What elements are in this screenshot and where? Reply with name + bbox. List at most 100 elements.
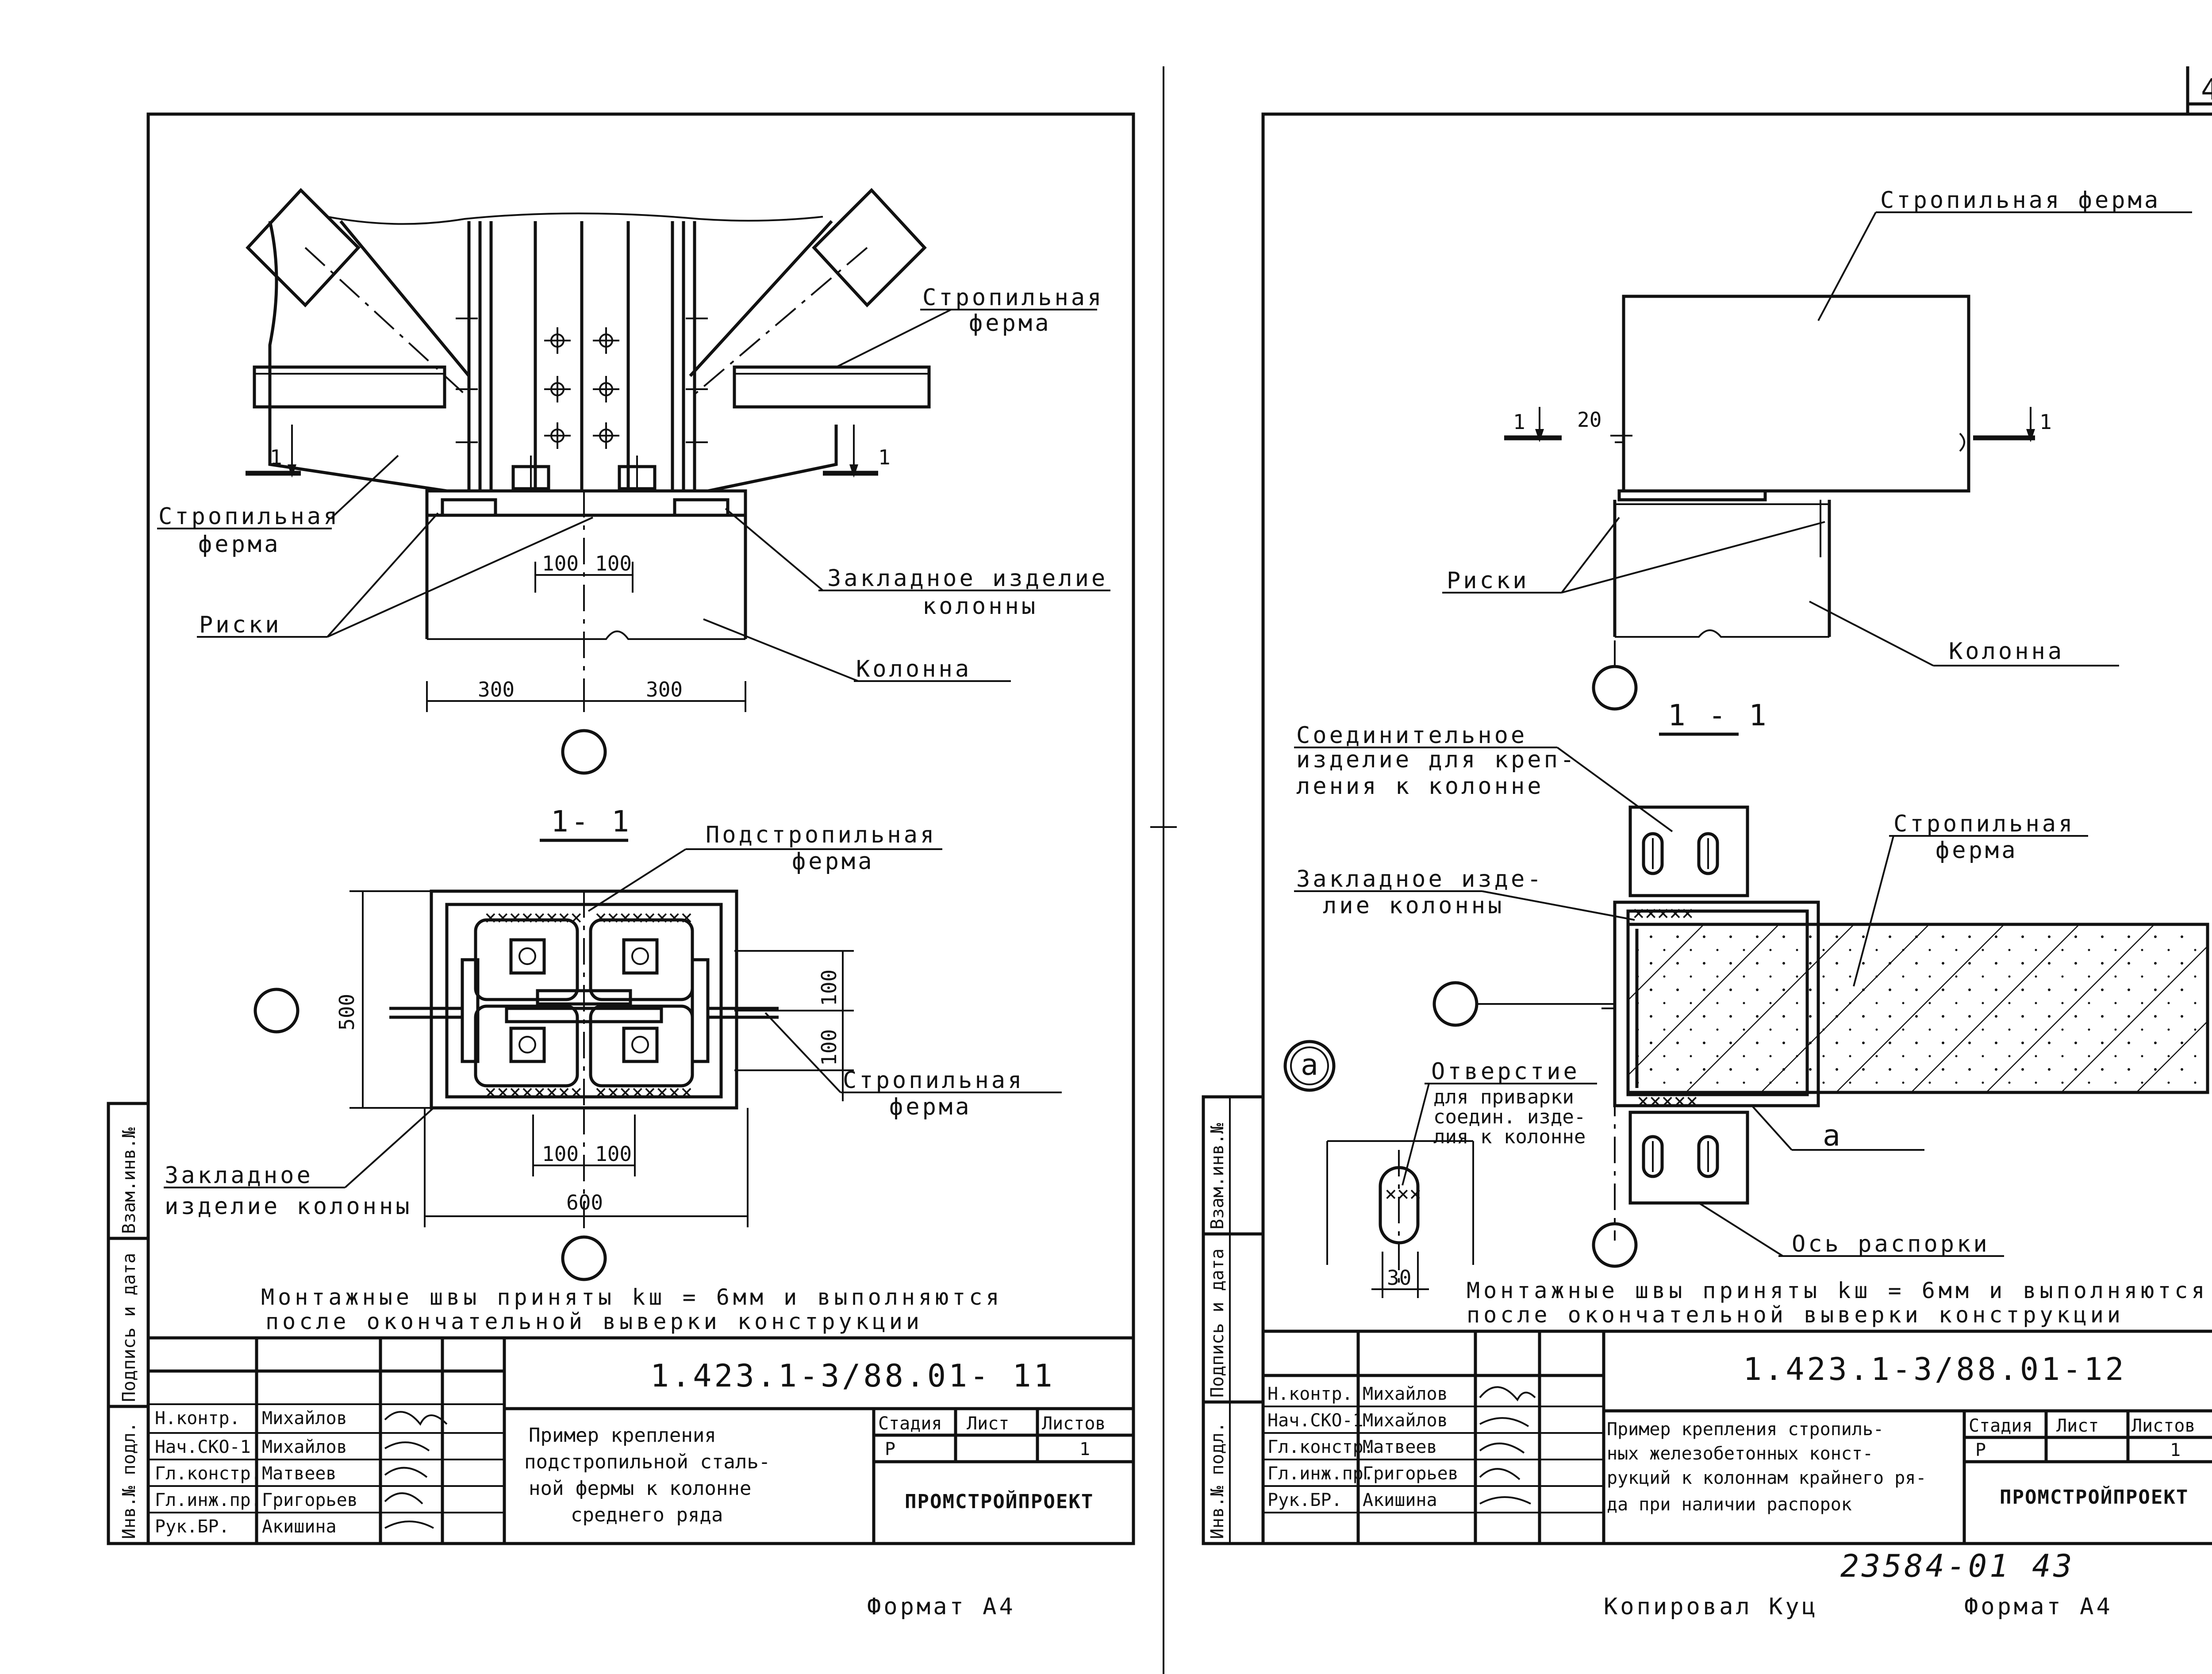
right-label-connector-3: ления к колонне bbox=[1296, 773, 1544, 800]
left-side-stamp: Инв.№ подл. Подпись и дата Взам.инв.№ bbox=[107, 1102, 150, 1545]
right-inventory-number: 23584-01 43 bbox=[1840, 1548, 2075, 1584]
right-label-hole-3: соедин. изде- bbox=[1433, 1106, 1586, 1128]
left-label-embedded-plan-1: Закладное bbox=[165, 1162, 313, 1189]
left-sheets-header: Листов bbox=[1042, 1414, 1106, 1434]
right-title-line-2: ных железобетонных конст- bbox=[1607, 1444, 1873, 1464]
page-number: 42 bbox=[2201, 73, 2212, 107]
left-dim-600: 600 bbox=[566, 1191, 603, 1214]
left-title-line-2: подстропильной сталь- bbox=[524, 1451, 770, 1473]
left-axis-circle-plan-bottom bbox=[561, 1235, 607, 1281]
right-label-connector-2: изделие для креп- bbox=[1296, 747, 1577, 773]
right-detail-a: a ××× 30 Отверстие для приварки соедин. … bbox=[1283, 1040, 1597, 1298]
left-name-3: Матвеев bbox=[262, 1463, 337, 1484]
right-stamp-signature: Подпись и дата bbox=[1207, 1249, 1228, 1398]
right-stamp-replaced: Взам.инв.№ bbox=[1207, 1123, 1228, 1230]
weld-x-row-1: ×××××××× ×××××××× bbox=[484, 905, 693, 929]
left-signatures bbox=[384, 1411, 448, 1529]
right-section-title: 1 - 1 bbox=[1668, 698, 1769, 732]
left-role-4: Гл.инж.пр. bbox=[155, 1490, 261, 1510]
right-organization: ПРОМСТРОЙПРОЕКТ bbox=[2000, 1485, 2189, 1509]
right-role-1: Н.контр. bbox=[1267, 1384, 1353, 1404]
right-label-rafter-top: Стропильная ферма bbox=[1880, 187, 2161, 214]
elevation-bolts bbox=[544, 327, 619, 449]
right-sheets-value: 1 bbox=[2170, 1440, 2181, 1460]
right-name-3: Матвеев bbox=[1363, 1437, 1437, 1457]
right-stage-value: Р bbox=[1975, 1440, 1986, 1460]
right-axis-circle-plan-left bbox=[1432, 981, 1479, 1027]
left-axis-circle-top bbox=[561, 729, 607, 775]
weld-x-bottom: ××××× bbox=[1637, 1089, 1698, 1113]
left-dim-100d: 100 bbox=[817, 1029, 841, 1066]
right-sheets-header: Листов bbox=[2131, 1416, 2196, 1436]
left-role-1: Н.контр. bbox=[155, 1408, 240, 1429]
left-label-embedded-plan-2: изделие колонны bbox=[165, 1193, 412, 1220]
left-label-embedded-1: Закладное изделие bbox=[827, 565, 1108, 592]
right-stage-header: Стадия bbox=[1969, 1416, 2033, 1436]
right-sheet-header: Лист bbox=[2056, 1416, 2099, 1436]
right-title-line-4: да при наличии распорок bbox=[1607, 1494, 1852, 1515]
left-dim-100f: 100 bbox=[595, 1142, 632, 1166]
left-role-2: Нач.СКО-1 bbox=[155, 1437, 251, 1457]
left-dim-100b: 100 bbox=[595, 552, 632, 575]
left-label-marks: Риски bbox=[199, 612, 282, 638]
right-label-embedded-2: лие колонны bbox=[1323, 893, 1504, 919]
left-name-1: Михайлов bbox=[262, 1408, 347, 1429]
left-section-title: 1- 1 bbox=[551, 804, 632, 839]
right-signatures bbox=[1479, 1386, 1536, 1505]
right-role-4: Гл.инж.пр. bbox=[1267, 1463, 1374, 1484]
left-title-line-1: Пример крепления bbox=[529, 1424, 716, 1447]
left-name-4: Григорьев bbox=[262, 1490, 358, 1510]
right-axis-circle-top bbox=[1592, 665, 1638, 711]
right-name-1: Михайлов bbox=[1363, 1384, 1448, 1404]
right-side-stamp: Инв.№ подл. Подпись и дата Взам.инв.№ bbox=[1202, 1095, 1265, 1545]
left-dim-100e: 100 bbox=[542, 1142, 579, 1166]
right-drawing-code: 1.423.1-3/88.01-12 bbox=[1743, 1351, 2127, 1387]
right-plan-section: 1 - 1 ××××× ××××× bbox=[1294, 698, 2209, 1268]
right-label-embedded-1: Закладное изде- bbox=[1296, 866, 1544, 893]
left-dim-100c: 100 bbox=[817, 969, 841, 1006]
weld-marks bbox=[456, 318, 708, 443]
left-dim-500: 500 bbox=[335, 994, 359, 1030]
right-copied-by: Копировал Куц bbox=[1604, 1594, 1818, 1620]
right-dim-30: 30 bbox=[1387, 1266, 1411, 1290]
right-role-5: Рук.БР. bbox=[1267, 1490, 1342, 1510]
right-role-3: Гл.констр. bbox=[1267, 1437, 1374, 1457]
right-label-hole-4: лия к колонне bbox=[1433, 1126, 1586, 1148]
left-section-mark-right: 1 bbox=[878, 445, 891, 469]
right-name-2: Михайлов bbox=[1363, 1410, 1448, 1431]
left-organization: ПРОМСТРОЙПРОЕКТ bbox=[905, 1490, 1094, 1513]
left-sheet-header: Лист bbox=[967, 1414, 1009, 1434]
right-title-block: 1.423.1-3/88.01-12 Н.контр. Нач.СКО-1 Гл… bbox=[1261, 1329, 2212, 1545]
right-note-line-1: Монтажные швы приняты kш = 6мм и выполня… bbox=[1467, 1278, 2208, 1303]
left-stamp-inv: Инв.№ подл. bbox=[119, 1422, 139, 1539]
left-label-sub-truss-1: Подстропильная bbox=[706, 822, 937, 848]
right-label-rafter-plan-2: ферма bbox=[1936, 837, 2018, 864]
left-label-rafter-plan-1: Стропильная bbox=[843, 1067, 1024, 1094]
left-dim-100a: 100 bbox=[542, 552, 579, 575]
left-sheet: Инв.№ подл. Подпись и дата Взам.инв.№ bbox=[107, 112, 1135, 1620]
left-label-rafter-plan-2: ферма bbox=[889, 1094, 972, 1120]
right-label-strut-axis: Ось распорки bbox=[1792, 1231, 1990, 1257]
left-title-line-4: среднего ряда bbox=[571, 1504, 723, 1526]
right-name-5: Акишина bbox=[1363, 1490, 1437, 1510]
left-axis-circle-plan-left bbox=[253, 988, 300, 1034]
right-axis-circle-plan-bottom bbox=[1592, 1222, 1638, 1268]
right-label-marks: Риски bbox=[1447, 567, 1529, 594]
left-stage-header: Стадия bbox=[878, 1414, 942, 1434]
right-label-column: Колонна bbox=[1949, 638, 2064, 665]
weld-x-row-2: ×××××××× ×××××××× bbox=[484, 1080, 693, 1104]
right-section-mark-right: 1 bbox=[2039, 410, 2052, 434]
right-label-connector-1: Соединительное bbox=[1296, 722, 1527, 749]
left-label-embedded-2: колонны bbox=[922, 593, 1038, 620]
left-stage-value: Р bbox=[885, 1439, 895, 1459]
right-sheet: 42 Инв.№ подл. Подпись и дата Взам.инв.№ bbox=[1202, 66, 2212, 1620]
left-plan-section: 1- 1 ××××××× bbox=[164, 804, 1062, 1281]
left-label-rafter-left-1: Стропильная bbox=[158, 503, 340, 530]
right-detail-mark: a bbox=[1301, 1048, 1321, 1082]
left-title-line-3: ной фермы к колонне bbox=[529, 1477, 751, 1500]
left-section-mark-left: 1 bbox=[270, 445, 282, 469]
right-elevation: 1 1 20 Стропильная ферма Риски Колонна bbox=[1442, 187, 2192, 711]
left-label-rafter-top-1: Стропильная bbox=[922, 284, 1104, 311]
right-role-2: Нач.СКО-1 bbox=[1267, 1410, 1363, 1431]
